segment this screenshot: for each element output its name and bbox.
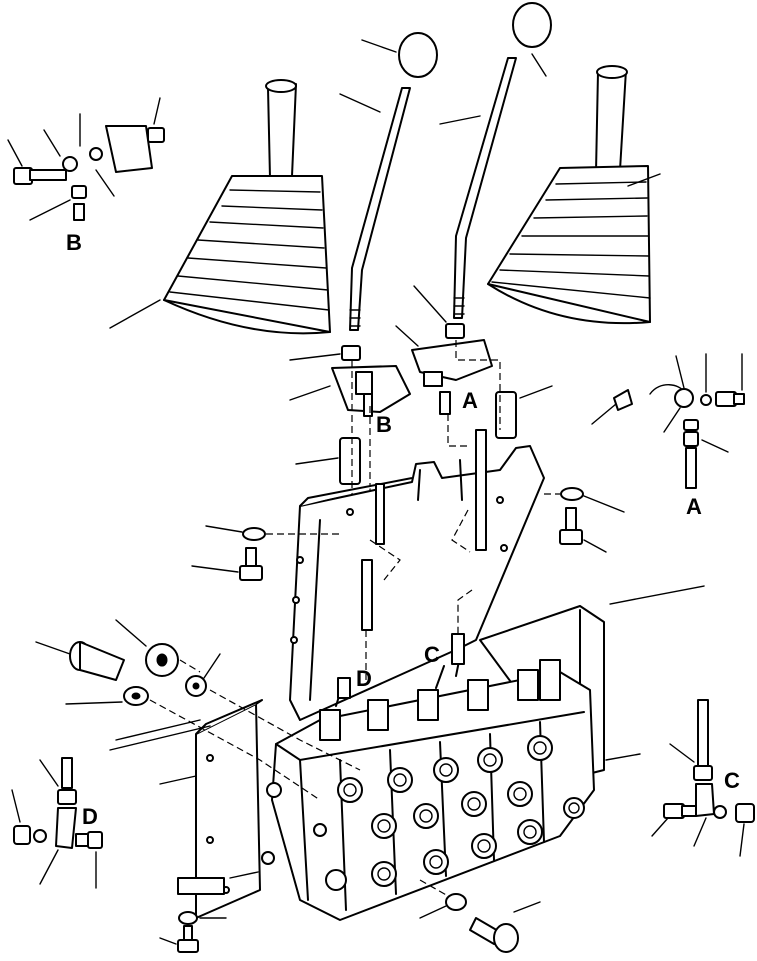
leader-washer-1 [65,701,123,705]
bottom-bracket-clip [177,877,225,895]
leader-lever-left [339,93,381,113]
leader-knob-left [361,39,397,53]
detail-c-assembly [663,699,755,823]
leader-c-2 [651,817,669,837]
right-pivot-bracket [411,339,493,415]
leader-bushing [115,619,147,647]
leader-washer-frame-left [205,525,243,533]
washer-lower-right [445,893,467,911]
right-lever [453,2,552,319]
control-rod-left [361,483,385,631]
leader-b-2 [43,129,61,157]
leader-clevis-right [519,385,553,399]
label-b-side: B [66,230,82,255]
left-lever [349,32,438,331]
left-rubber-boot [163,79,331,335]
leader-clevis-left [295,457,339,465]
leader-a-5 [663,407,681,433]
detail-d-assembly [13,757,103,849]
bolt-frame-right [559,507,583,545]
leader-washer-lower-right [419,905,447,919]
leader-boot-left [109,299,161,329]
label-b-top: B [376,412,392,437]
label-a-top: A [462,388,478,413]
leader-c-3 [693,817,707,847]
leader-d-3 [39,849,59,885]
lever-nut-right [445,323,465,339]
bolt-lower-right [469,917,519,953]
control-valve-block [261,633,595,921]
leader-washer-2 [203,653,221,679]
leader-bottom-clip [229,871,259,879]
leader-right-bracket [395,325,419,347]
leader-valve-left [159,775,197,785]
leader-b-5 [153,97,161,125]
leader-b-1 [7,139,23,167]
leader-nut-left [289,353,341,361]
leader-left-bracket [289,385,331,401]
leader-b-6 [29,199,71,221]
leader-nut-right [413,285,447,323]
clevis-right [495,391,517,439]
left-pivot-bracket [331,365,411,417]
detail-b-assembly [13,125,165,221]
label-c-side: C [724,768,740,793]
leader-a-6 [701,439,729,453]
leader-d-2 [11,789,21,823]
label-a-side: A [686,494,702,519]
washer-frame-left [242,527,266,541]
label-d-mid: D [356,666,372,691]
leader-lever-right [439,115,481,125]
leader-bottom-bolt [159,937,177,945]
bolt-frame-left [239,547,263,581]
leader-a-1 [591,403,617,425]
leader-bolt-lower-right [513,901,541,913]
leader-b-4 [95,169,115,197]
pivot-bolt [69,641,125,681]
leader-washer-frame-right [583,495,625,513]
frame-rail-right [605,585,705,761]
support-plate [195,699,263,919]
washer-under-bolt [123,686,149,706]
detail-a-assembly [613,384,745,489]
label-d-side: D [82,804,98,829]
leader-d-1 [39,759,59,787]
leader-pivot-bolt [35,641,71,655]
washer-frame-right [560,487,584,501]
alignment-line-right [455,340,501,430]
leader-knob-right [531,53,547,77]
mounting-frame [289,445,545,721]
leader-boot-right [627,173,661,187]
frame-rail-left [109,719,211,751]
leader-c-4 [739,823,745,857]
lever-nut-left [341,345,361,361]
label-c-mid: C [424,642,440,667]
bottom-bolt [177,925,199,953]
leader-bolt-frame-left [191,565,239,573]
bushing [145,643,179,677]
leader-bolt-frame-right [583,539,607,553]
clevis-left [339,437,361,485]
leader-a-2 [675,355,685,389]
control-rod-right [475,429,487,551]
right-rubber-boot [487,65,651,325]
leader-c-1 [669,743,695,763]
washer-right-of-bushing [185,675,207,697]
bottom-washer [178,911,198,925]
